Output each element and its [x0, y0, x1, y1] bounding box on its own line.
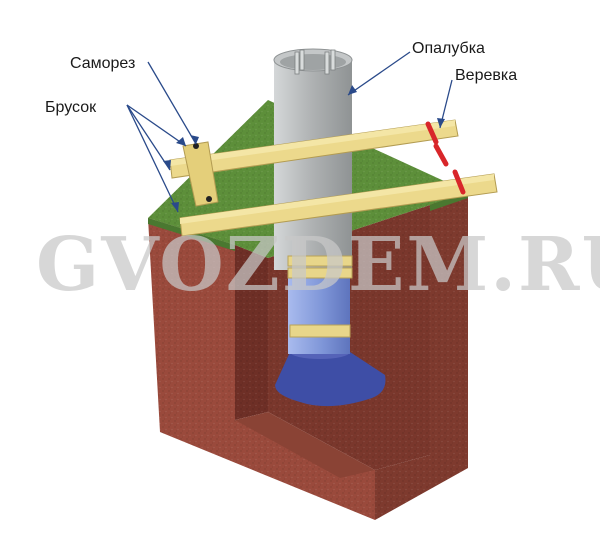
screw-head [193, 143, 199, 149]
label-opalubka: Опалубка [412, 40, 485, 57]
rope [425, 121, 466, 195]
label-samorez: Саморез [70, 55, 135, 72]
watermark: GVOZDEM.RU [36, 222, 600, 308]
pit-floor [235, 412, 375, 478]
pipe-clamp-lower [289, 324, 351, 338]
wooden-bars [169, 119, 498, 237]
label-verevka: Веревка [455, 67, 517, 84]
leader-lines [126, 51, 453, 213]
formwork-pipe [273, 48, 353, 354]
label-brusok: Брусок [45, 99, 97, 116]
pipe-upper [274, 60, 352, 270]
bar-cross-piece [182, 141, 219, 207]
pipe-clamp-upper [287, 255, 353, 279]
screw-head [206, 196, 212, 202]
rebar-stubs [294, 49, 336, 75]
pile-lower [288, 268, 350, 354]
